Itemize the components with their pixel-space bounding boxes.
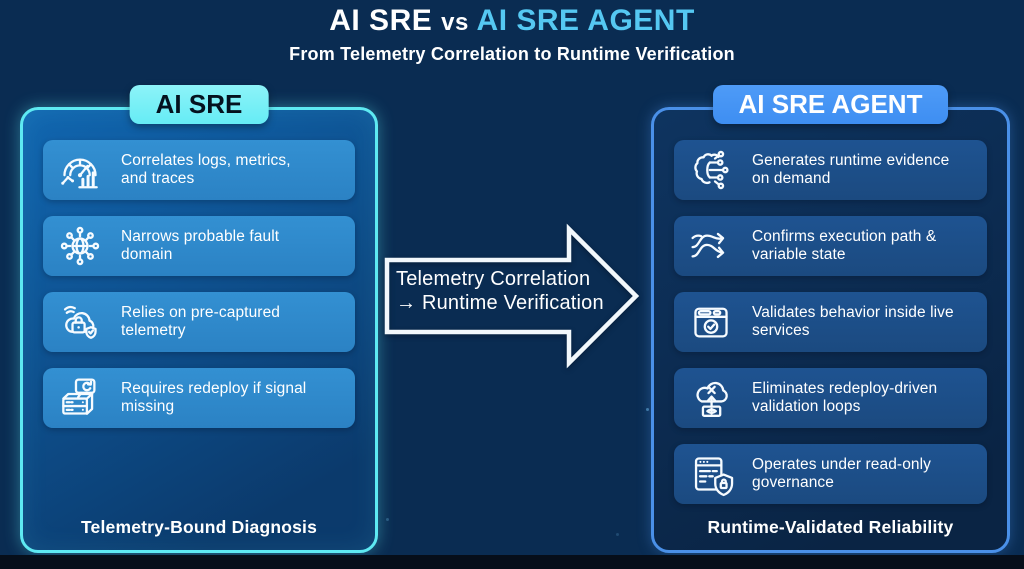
- list-item: Relies on pre-captured telemetry: [43, 292, 355, 352]
- ai-sre-tab: AI SRE: [129, 85, 269, 124]
- ai-sre-panel: AI SRE: [20, 85, 378, 553]
- list-item: Operates under read-only governance: [674, 444, 987, 504]
- network-hub-icon: [51, 223, 109, 269]
- list-item-label: Confirms execution path & variable state: [752, 227, 937, 263]
- left-panel-caption: Telemetry-Bound Diagnosis: [80, 517, 318, 537]
- title-ai-sre-agent: AI SRE AGENT: [476, 4, 695, 37]
- page-subtitle: From Telemetry Correlation to Runtime Ve…: [289, 44, 735, 64]
- arrow-label-line1: Telemetry Correlation: [396, 268, 591, 290]
- list-item: Correlates logs, metrics, and traces: [43, 140, 355, 200]
- title-vs: vs: [441, 9, 469, 36]
- page-header: AI SRE vs AI SRE AGENT From Telemetry Co…: [0, 3, 1024, 65]
- arrow-label: Telemetry Correlation → Runtime Verifica…: [396, 268, 604, 315]
- ai-sre-agent-panel: AI SRE AGENT Generates runtime evid: [651, 85, 1010, 553]
- list-item-label: Generates runtime evidence on demand: [752, 151, 950, 187]
- brain-circuit-icon: [682, 147, 740, 193]
- ai-sre-card-list: Correlates logs, metrics, and traces: [43, 140, 355, 428]
- list-item: Validates behavior inside live services: [674, 292, 987, 352]
- page-title: AI SRE vs AI SRE AGENT: [0, 3, 1024, 41]
- list-item: Requires redeploy if signal missing: [43, 368, 355, 428]
- list-item: Confirms execution path & variable state: [674, 216, 987, 276]
- list-item: Generates runtime evidence on demand: [674, 140, 987, 200]
- list-item-label: Eliminates redeploy-driven validation lo…: [752, 379, 938, 415]
- arrow-label-line2: → Runtime Verification: [396, 291, 604, 314]
- window-check-icon: [682, 299, 740, 345]
- list-item: Eliminates redeploy-driven validation lo…: [674, 368, 987, 428]
- right-arrow-shape: [384, 223, 640, 369]
- list-item-label: Validates behavior inside live services: [752, 303, 954, 339]
- list-item: Narrows probable fault domain: [43, 216, 355, 276]
- bottom-strip: [0, 555, 1024, 569]
- branching-paths-icon: [682, 223, 740, 269]
- list-item-label: Narrows probable fault domain: [121, 227, 280, 263]
- list-item-label: Operates under read-only governance: [752, 455, 932, 491]
- right-panel-caption: Runtime-Validated Reliability: [707, 517, 954, 537]
- title-ai-sre: AI SRE: [329, 4, 433, 37]
- ai-sre-agent-card-list: Generates runtime evidence on demand Con…: [674, 140, 987, 504]
- gauge-metrics-icon: [51, 147, 109, 193]
- cloud-lock-telemetry-icon: [51, 299, 109, 345]
- server-redeploy-icon: [51, 375, 109, 421]
- list-item-label: Requires redeploy if signal missing: [121, 379, 307, 415]
- cloud-block-upload-icon: [682, 375, 740, 421]
- transition-arrow: Telemetry Correlation → Runtime Verifica…: [383, 219, 643, 373]
- ai-sre-agent-tab: AI SRE AGENT: [712, 85, 949, 124]
- list-item-label: Correlates logs, metrics, and traces: [121, 151, 291, 187]
- list-item-label: Relies on pre-captured telemetry: [121, 303, 281, 339]
- document-shield-lock-icon: [682, 451, 740, 497]
